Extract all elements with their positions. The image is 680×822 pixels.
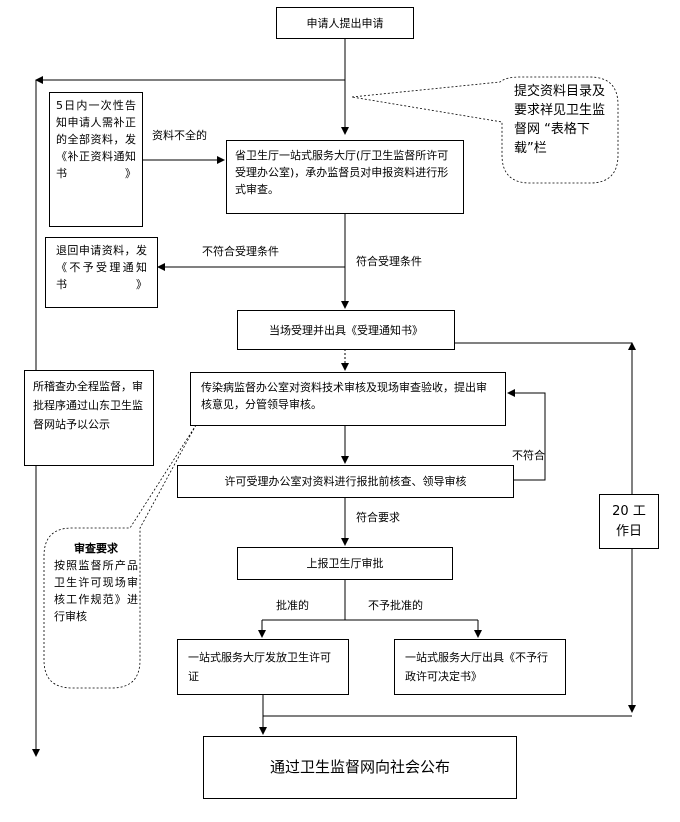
node-supervision-text: 所稽查办全程监督，审批程序通过山东卫生监督网站予以公示 [33, 380, 143, 431]
node-pre-approval-text: 许可受理办公室对资料进行报批前核查、领导审核 [224, 475, 467, 488]
node-accept: 当场受理并出具《受理通知书》 [237, 310, 455, 350]
edge-label-conform: 符合要求 [356, 511, 400, 524]
callout-download-shape [351, 76, 619, 184]
node-workdays-text: 20 工作日 [612, 503, 646, 539]
edge-label-incomplete: 资料不全的 [152, 129, 207, 142]
callout-review-shape [43, 424, 197, 689]
node-deny: 一站式服务大厅出具《不予行政许可决定书》 [394, 639, 566, 695]
node-tech-review-text: 传染病监督办公室对资料技术审核及现场审查验收，提出审核意见，分管领导审核。 [201, 381, 487, 411]
callout-review-body: 按照监督所产品卫生许可现场审核工作规范》进行审核 [54, 559, 138, 623]
node-workdays: 20 工作日 [599, 494, 659, 549]
edge-label-not-approved: 不予批准的 [368, 599, 423, 612]
node-publish: 通过卫生监督网向社会公布 [203, 736, 517, 799]
callout-review-title: 审查要求 [74, 542, 118, 555]
edge-label-not-conform: 不符合 [512, 449, 545, 462]
node-issue: 一站式服务大厅发放卫生许可证 [177, 639, 349, 695]
node-supervision: 所稽查办全程监督，审批程序通过山东卫生监督网站予以公示 [24, 370, 154, 466]
node-deny-text: 一站式服务大厅出具《不予行政许可决定书》 [405, 651, 548, 683]
node-notify-supplement: 5日内一次性告知申请人需补正的全部资料，发《补正资料通知书》 [49, 92, 143, 227]
node-apply-text: 申请人提出申请 [306, 16, 384, 30]
edge-label-approved: 批准的 [276, 599, 309, 612]
node-publish-text: 通过卫生监督网向社会公布 [269, 758, 450, 776]
callout-review: 审查要求 按照监督所产品卫生许可现场审核工作规范》进行审核 [54, 540, 138, 625]
callout-download: 提交资料目录及要求祥见卫生监督网 “表格下载”栏 [514, 82, 614, 158]
node-return: 退回申请资料，发《不予受理通知书》 [45, 237, 158, 308]
edge-not-conform-loop [507, 389, 546, 481]
node-hall-review: 省卫生厅一站式服务大厅(厅卫生监督所许可受理办公室)，承办监督员对申报资料进行形… [226, 140, 464, 214]
edge-label-not-meet: 不符合受理条件 [202, 245, 279, 258]
node-hall-review-text: 省卫生厅一站式服务大厅(厅卫生监督所许可受理办公室)，承办监督员对申报资料进行形… [235, 149, 449, 196]
node-notify-supplement-text: 5日内一次性告知申请人需补正的全部资料，发《补正资料通知书》 [56, 99, 136, 180]
node-return-text: 退回申请资料，发《不予受理通知书》 [56, 244, 147, 291]
node-report: 上报卫生厅审批 [237, 547, 453, 580]
edge-label-meet: 符合受理条件 [356, 255, 422, 268]
node-issue-text: 一站式服务大厅发放卫生许可证 [188, 651, 331, 683]
callout-download-text: 提交资料目录及要求祥见卫生监督网 “表格下载”栏 [514, 84, 606, 156]
node-apply: 申请人提出申请 [276, 7, 414, 39]
node-pre-approval: 许可受理办公室对资料进行报批前核查、领导审核 [177, 465, 514, 498]
node-accept-text: 当场受理并出具《受理通知书》 [269, 323, 423, 337]
node-tech-review: 传染病监督办公室对资料技术审核及现场审查验收，提出审核意见，分管领导审核。 [190, 372, 506, 426]
node-report-text: 上报卫生厅审批 [306, 557, 384, 570]
